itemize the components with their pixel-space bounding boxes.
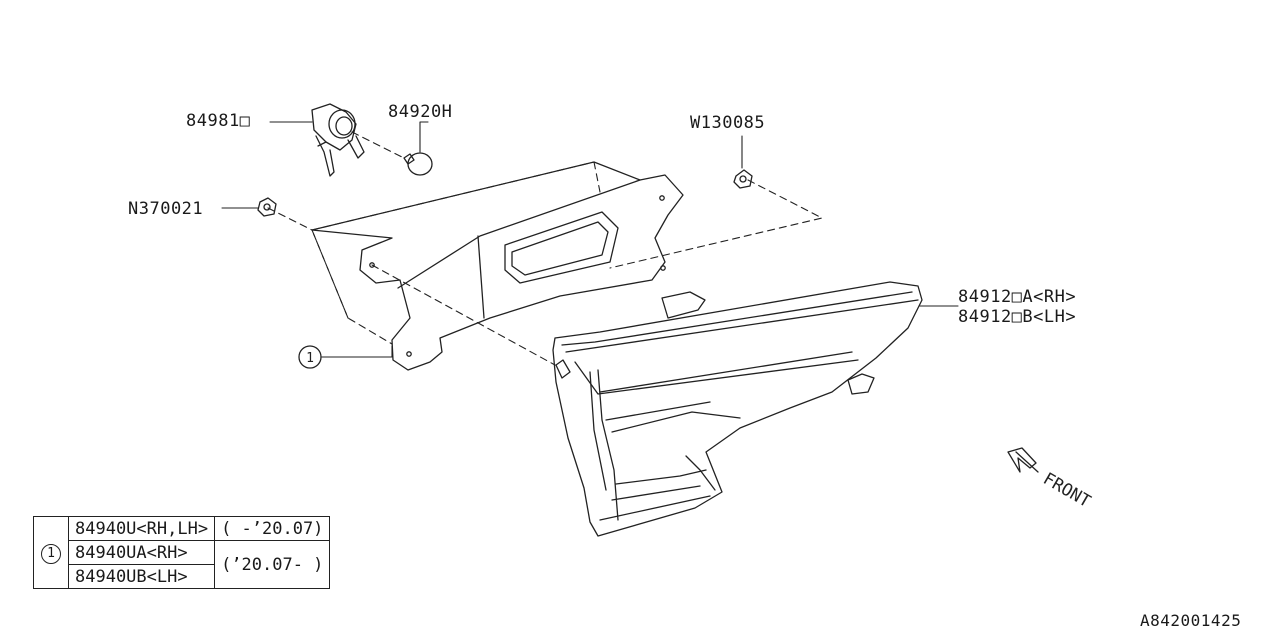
- part-label-bulb: 84920H: [388, 102, 453, 122]
- nut-drawing: [257, 197, 277, 217]
- part-label-clip: W130085: [690, 113, 766, 133]
- bracket-legend-table: 1 84940U<RH,LH> ( -’20.07) 84940UA<RH> (…: [33, 516, 331, 589]
- part-label-lamp-lh: 84912□B<LH>: [958, 307, 1077, 327]
- lamp-housing-drawing: [552, 281, 923, 537]
- part-label-bulb-socket: 84981□: [186, 111, 251, 131]
- bracket-ref-circle: [298, 345, 322, 369]
- legend-row: 84940UB<LH>: [34, 564, 330, 589]
- legend-part-cell: 84940U<RH,LH>: [67, 516, 216, 541]
- front-label: FRONT: [1040, 469, 1094, 512]
- part-label-nut: N370021: [128, 199, 204, 219]
- clip-drawing: [733, 169, 753, 189]
- legend-range-cell: (’20.07- ): [214, 540, 331, 589]
- legend-range-cell: ( -’20.07): [214, 516, 331, 541]
- bracket-ref-number: 1: [306, 351, 314, 366]
- part-label-lamp-rh: 84912□A<RH>: [958, 287, 1077, 307]
- legend-part-cell: 84940UA<RH>: [67, 540, 216, 565]
- legend-ref-circle: 1: [41, 543, 61, 564]
- drawing-id: A842001425: [1140, 611, 1242, 630]
- bulb-socket-drawing: [311, 103, 365, 177]
- legend-ref-cell: 1: [33, 516, 69, 589]
- legend-part-cell: 84940UB<LH>: [67, 564, 216, 589]
- legend-row: 84940UA<RH> (’20.07- ): [34, 540, 331, 589]
- bracket-drawing: [311, 161, 706, 371]
- legend-row: 1 84940U<RH,LH> ( -’20.07): [33, 516, 331, 589]
- front-arrow-icon: [1007, 447, 1039, 473]
- bulb-drawing: [403, 152, 433, 176]
- leader-lines: [221, 121, 959, 358]
- assembly-dashed-lines: [267, 131, 823, 366]
